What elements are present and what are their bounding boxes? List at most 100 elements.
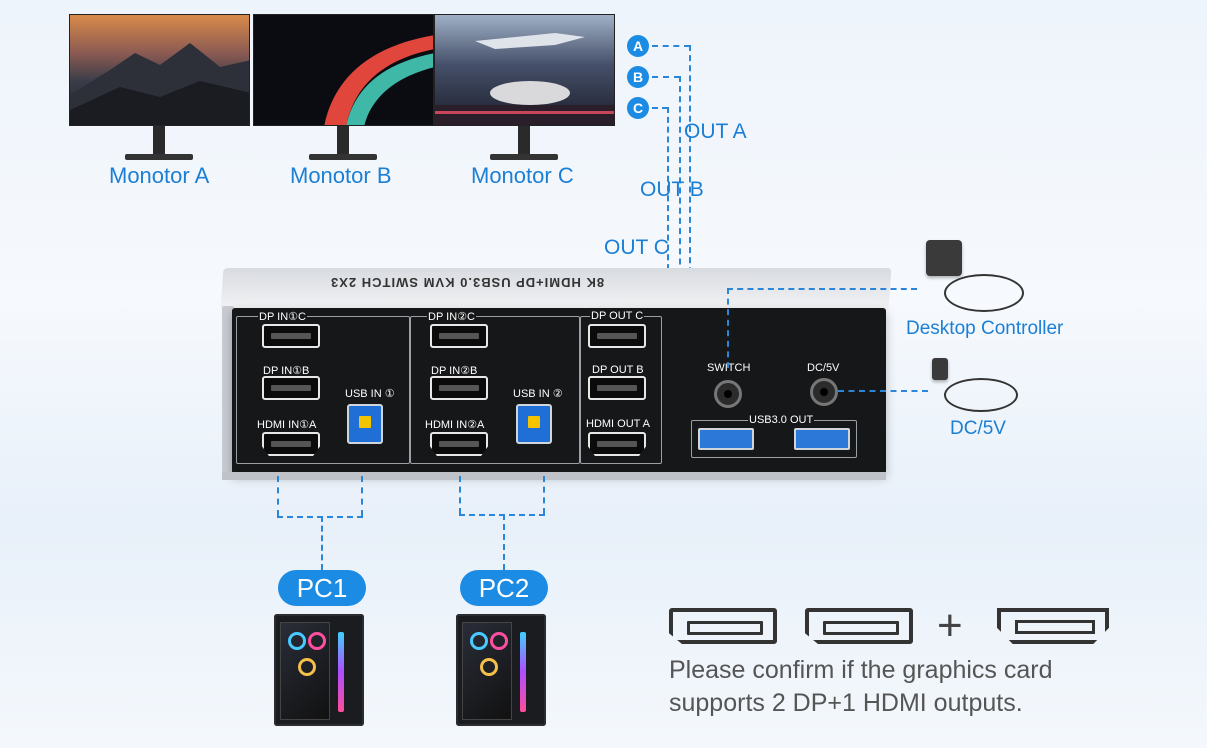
pc2-line-h bbox=[459, 514, 545, 516]
switch-label: SWITCH bbox=[706, 362, 752, 374]
power-cable-icon bbox=[944, 378, 1018, 412]
power-line bbox=[838, 390, 928, 392]
power-jack[interactable] bbox=[810, 378, 838, 406]
usb-in-1-label: USB IN ① bbox=[344, 387, 396, 400]
port-label-hdmi-out-a: HDMI OUT A bbox=[585, 418, 651, 430]
pc1-line-down bbox=[321, 516, 323, 570]
line-a-h bbox=[652, 45, 690, 47]
pc2-line-down bbox=[503, 514, 505, 570]
controller-cable-icon bbox=[944, 274, 1024, 312]
monitor-b-stand bbox=[337, 126, 349, 154]
pc1-line-h bbox=[277, 516, 363, 518]
kvm-side-panel bbox=[222, 306, 234, 478]
badge-c: C bbox=[627, 97, 649, 119]
pc2-fan-icon bbox=[490, 632, 508, 650]
usb-in-2-port[interactable] bbox=[516, 404, 552, 444]
out-c-label: OUT C bbox=[604, 236, 669, 259]
pc1-line-right bbox=[361, 476, 363, 516]
note-line-1: Please confirm if the graphics card bbox=[669, 656, 1053, 684]
pc1-tower-icon bbox=[274, 614, 364, 726]
abstract-wave-image bbox=[324, 35, 433, 125]
displayport-icon bbox=[669, 608, 777, 644]
port-dp-out-b[interactable] bbox=[588, 376, 646, 400]
monitor-b-base bbox=[309, 154, 377, 160]
note-line-2: supports 2 DP+1 HDMI outputs. bbox=[669, 689, 1023, 717]
pc1-line-left bbox=[277, 476, 279, 516]
desktop-controller-label: Desktop Controller bbox=[906, 318, 1064, 339]
port-dp-in1-b[interactable] bbox=[262, 376, 320, 400]
out-b-label: OUT B bbox=[640, 178, 704, 201]
usb-in-2-label: USB IN ② bbox=[512, 387, 564, 400]
port-label-dp-in1-b: DP IN①B bbox=[262, 364, 311, 377]
graphics-card-note: Please confirm if the graphics card supp… bbox=[669, 654, 1129, 720]
badge-a: A bbox=[627, 35, 649, 57]
pc2-rgb-strip bbox=[520, 632, 526, 712]
usb-in-1-port[interactable] bbox=[347, 404, 383, 444]
controller-line-v bbox=[727, 288, 729, 368]
monitor-a-label: Monotor A bbox=[109, 163, 210, 188]
usb-out-port-1[interactable] bbox=[698, 428, 754, 450]
monitor-c-label: Monotor C bbox=[471, 163, 574, 188]
pc1-rgb-strip bbox=[338, 632, 344, 712]
pc2-line-left bbox=[459, 476, 461, 514]
power-adapter-icon bbox=[932, 358, 948, 380]
monitor-c bbox=[434, 14, 615, 161]
monitor-a bbox=[69, 14, 250, 161]
port-dp-in2-c[interactable] bbox=[430, 324, 488, 348]
port-hdmi-in1-a[interactable] bbox=[262, 432, 320, 456]
controller-line-h bbox=[727, 288, 917, 290]
pc2-fan-icon bbox=[480, 658, 498, 676]
desktop-controller-icon bbox=[926, 240, 962, 276]
pc1-fan-icon bbox=[288, 632, 306, 650]
line-b-v bbox=[679, 76, 681, 376]
usb-out-label: USB3.0 OUT bbox=[748, 414, 815, 426]
monitor-c-screen bbox=[434, 14, 615, 126]
port-label-dp-out-b: DP OUT B bbox=[591, 364, 645, 376]
switch-jack[interactable] bbox=[714, 380, 742, 408]
monitor-a-screen bbox=[69, 14, 250, 126]
line-a-v bbox=[689, 45, 691, 425]
monitor-c-base bbox=[490, 154, 558, 160]
line-c-v bbox=[667, 107, 669, 329]
kvm-bottom-edge bbox=[222, 472, 886, 480]
power-jack-label: DC/5V bbox=[806, 362, 841, 374]
pc1-fan-icon bbox=[298, 658, 316, 676]
out-a-label: OUT A bbox=[684, 120, 747, 143]
mountain-image bbox=[70, 43, 249, 125]
pc1-label: PC1 bbox=[278, 570, 366, 606]
port-label-dp-in1-c: DP IN①C bbox=[258, 310, 307, 323]
port-dp-in1-c[interactable] bbox=[262, 324, 320, 348]
port-label-hdmi-in1-a: HDMI IN①A bbox=[256, 418, 318, 431]
hdmi-icon bbox=[997, 608, 1109, 644]
monitor-a-base bbox=[125, 154, 193, 160]
monitor-b-screen bbox=[253, 14, 434, 126]
port-dp-out-c[interactable] bbox=[588, 324, 646, 348]
port-hdmi-out-a[interactable] bbox=[588, 432, 646, 456]
plus-icon: + bbox=[937, 601, 963, 650]
port-hdmi-in2-a[interactable] bbox=[430, 432, 488, 456]
line-c-h bbox=[652, 107, 668, 109]
pc2-label: PC2 bbox=[460, 570, 548, 606]
port-dp-in2-b[interactable] bbox=[430, 376, 488, 400]
pc2-tower-icon bbox=[456, 614, 546, 726]
input-group-2 bbox=[410, 316, 580, 464]
kvm-top-text: 8K HDMI+DP USB3.0 KVM SWITCH 2X3 bbox=[330, 275, 605, 290]
input-group-1 bbox=[236, 316, 410, 464]
monitor-a-stand bbox=[153, 126, 165, 154]
pc2-line-right bbox=[543, 476, 545, 514]
port-label-dp-in2-c: DP IN②C bbox=[427, 310, 476, 323]
usb-out-port-2[interactable] bbox=[794, 428, 850, 450]
port-label-dp-out-c: DP OUT C bbox=[590, 310, 645, 322]
line-b-h bbox=[652, 76, 680, 78]
monitor-b bbox=[253, 14, 434, 161]
pc2-fan-icon bbox=[470, 632, 488, 650]
port-label-dp-in2-b: DP IN②B bbox=[430, 364, 479, 377]
displayport-icon bbox=[805, 608, 913, 644]
monitor-b-label: Monotor B bbox=[290, 163, 392, 188]
power-adapter-label: DC/5V bbox=[950, 418, 1006, 439]
pc1-fan-icon bbox=[308, 632, 326, 650]
badge-b: B bbox=[627, 66, 649, 88]
port-label-hdmi-in2-a: HDMI IN②A bbox=[424, 418, 486, 431]
monitor-c-stand bbox=[518, 126, 530, 154]
jet-and-car-image bbox=[435, 33, 614, 125]
